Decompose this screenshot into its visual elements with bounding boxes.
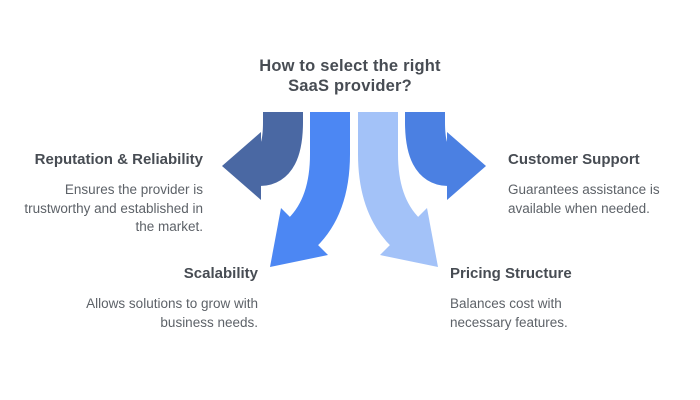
scalability-heading: Scalability xyxy=(183,265,258,282)
section-customer-support: Customer Support Guarantees assistance i… xyxy=(508,150,693,218)
section-scalability: Scalability Allows solutions to grow wit… xyxy=(46,264,258,332)
reputation-body: Ensures the provider is trustworthy and … xyxy=(24,182,203,234)
support-body: Guarantees assistance is available when … xyxy=(508,182,660,216)
reputation-arrowhead-icon xyxy=(222,132,261,200)
support-arrow-icon xyxy=(405,112,452,186)
section-reputation: Reputation & Reliability Ensures the pro… xyxy=(5,150,203,237)
pricing-body: Balances cost with necessary features. xyxy=(450,296,568,330)
reputation-arrow-icon xyxy=(256,112,303,186)
scalability-arrow-icon xyxy=(287,112,350,248)
scalability-arrowhead-icon xyxy=(270,208,328,267)
pricing-heading: Pricing Structure xyxy=(450,265,572,282)
support-heading: Customer Support xyxy=(508,151,640,168)
support-arrowhead-icon xyxy=(447,132,486,200)
section-pricing: Pricing Structure Balances cost with nec… xyxy=(450,264,602,332)
pricing-arrow-icon xyxy=(358,112,421,248)
reputation-heading: Reputation & Reliability xyxy=(34,151,203,168)
title-line-2: SaaS provider? xyxy=(288,77,412,95)
title-line-1: How to select the right xyxy=(259,57,441,75)
pricing-arrowhead-icon xyxy=(380,208,438,267)
page-title: How to select the right SaaS provider? xyxy=(0,56,700,96)
scalability-body: Allows solutions to grow with business n… xyxy=(86,296,258,330)
